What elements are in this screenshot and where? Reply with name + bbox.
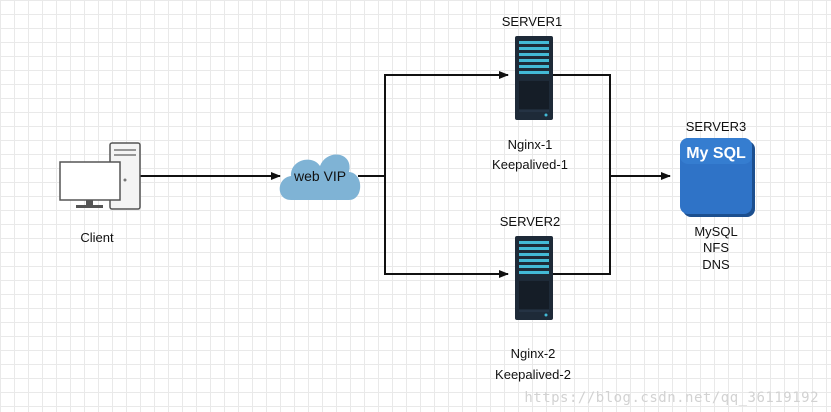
server2-rack-icon (515, 236, 553, 320)
mysql-database-icon: My SQL (680, 138, 755, 217)
client-computer-icon (59, 142, 141, 210)
connectors (140, 71, 671, 278)
edge-server2-out (553, 176, 611, 275)
server3-service-nfs: NFS (703, 240, 729, 255)
server2-title: SERVER2 (499, 214, 561, 229)
watermark-url: https://blog.csdn.net/qq_36119192 (524, 390, 819, 406)
client-label: Client (80, 230, 114, 245)
cloud-icon (279, 154, 361, 200)
server3-service-mysql: MySQL (694, 224, 738, 239)
server2-service-nginx: Nginx-2 (510, 346, 556, 361)
edge-split-to-server2 (384, 176, 509, 278)
server1-rack-icon (515, 36, 553, 120)
server1-service-keepalived: Keepalived-1 (492, 157, 568, 172)
server3-title: SERVER3 (685, 119, 747, 134)
mysql-logo-text: My SQL (686, 145, 746, 162)
edge-server1-out (553, 74, 611, 176)
server3-service-dns: DNS (702, 257, 730, 272)
edge-split-to-server1 (384, 71, 509, 176)
vip-label: web VIP (294, 168, 347, 184)
server2-service-keepalived: Keepalived-2 (495, 367, 571, 382)
server1-title: SERVER1 (501, 14, 563, 29)
server1-service-nginx: Nginx-1 (507, 137, 553, 152)
